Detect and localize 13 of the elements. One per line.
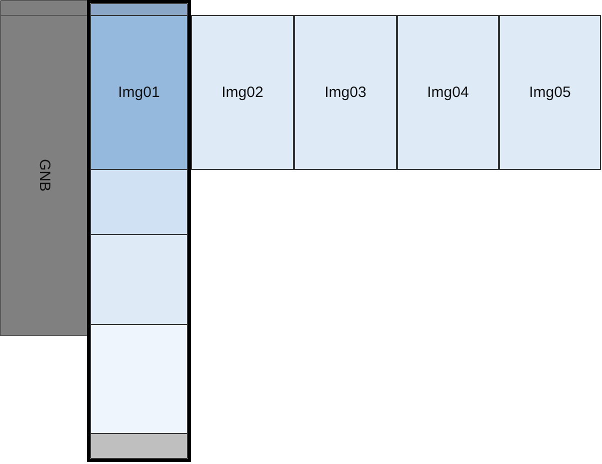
header-strip [0,0,88,16]
sidebar-panel: GNB [0,15,88,336]
content-block [90,234,188,325]
footer-bar [90,433,188,459]
image-tile: Img05 [499,15,601,170]
content-block [90,169,188,235]
image-tile: Img01 [90,15,188,170]
image-tile: Img02 [191,15,294,170]
image-tile: Img04 [397,15,499,170]
image-tile: Img03 [294,15,397,170]
header-strip [90,3,188,16]
column-frame [87,0,191,462]
content-block [90,324,188,434]
